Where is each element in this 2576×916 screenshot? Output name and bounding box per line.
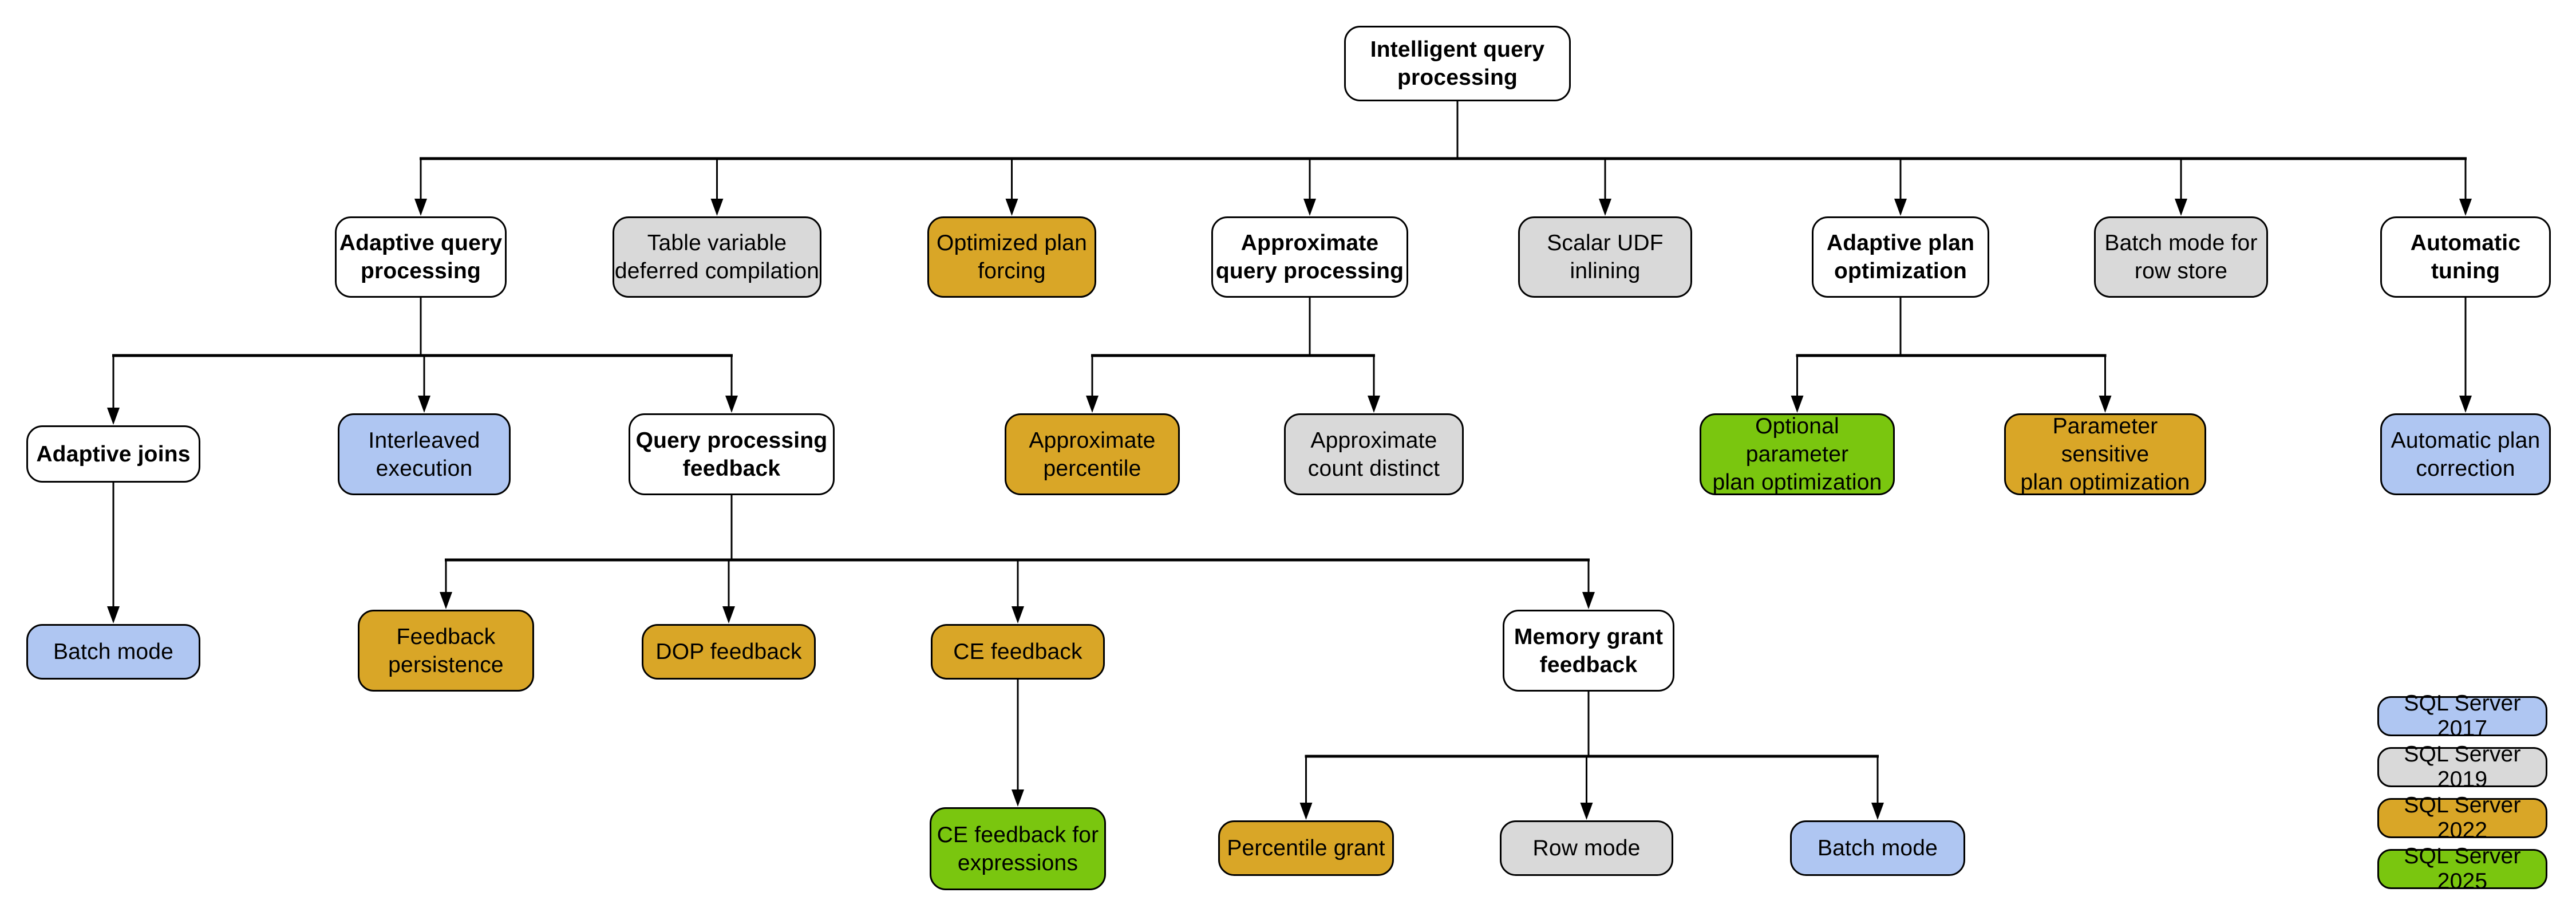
node-feedback-persistence: Feedback persistence: [358, 610, 534, 692]
node-automatic-tuning: Automatic tuning: [2380, 216, 2551, 298]
legend-item-sql-server-2017: SQL Server 2017: [2377, 691, 2547, 741]
node-memory-grant-feedback: Memory grant feedback: [1503, 610, 1674, 692]
legend-item-sql-server-2019: SQL Server 2019: [2377, 742, 2547, 792]
edge-arrow-approximate-query-processing: [1303, 199, 1316, 216]
node-query-processing-feedback: Query processing feedback: [629, 413, 835, 495]
edge-arrow-interleaved-execution: [418, 396, 430, 413]
edge-arrow-automatic-tuning: [2459, 199, 2472, 216]
edge-arrow-ce-feedback: [1012, 606, 1024, 623]
node-parameter-sensitive-plan-optimization: Parameter sensitive plan optimization: [2004, 413, 2206, 495]
edge-arrow-optimized-plan-forcing: [1005, 199, 1018, 216]
edge-arrow-adaptive-joins: [107, 408, 120, 425]
node-automatic-plan-correction: Automatic plan correction: [2380, 413, 2551, 495]
node-intelligent-query-processing: Intelligent query processing: [1344, 26, 1571, 101]
edge-arrow-adaptive-plan-optimization: [1894, 199, 1907, 216]
node-optimized-plan-forcing: Optimized plan forcing: [927, 216, 1096, 298]
edge-arrow-scalar-udf-inlining: [1599, 199, 1611, 216]
edge-arrow-adaptive-query-processing: [414, 199, 427, 216]
edge-arrow-approximate-percentile: [1086, 396, 1099, 413]
node-adaptive-plan-optimization: Adaptive plan optimization: [1812, 216, 1989, 298]
edge-arrow-parameter-sensitive-plan-optimization: [2099, 396, 2112, 413]
node-ce-feedback-for-expressions: CE feedback for expressions: [930, 807, 1106, 890]
edge-arrow-memory-grant-feedback: [1582, 592, 1595, 609]
node-approximate-query-processing: Approximate query processing: [1211, 216, 1408, 298]
edge-arrow-feedback-persistence: [440, 592, 452, 609]
node-dop-feedback: DOP feedback: [642, 624, 816, 680]
edge-arrow-batch-mode-for-row-store: [2175, 199, 2187, 216]
edge-arrow-table-variable-deferred-compilation: [710, 199, 724, 216]
node-batch-mode-memory-grant: Batch mode: [1790, 820, 1965, 876]
legend-item-sql-server-2025: SQL Server 2025: [2377, 844, 2547, 894]
node-ce-feedback: CE feedback: [931, 624, 1105, 680]
node-interleaved-execution: Interleaved execution: [338, 413, 511, 495]
legend-item-sql-server-2022: SQL Server 2022: [2377, 793, 2547, 843]
node-approximate-percentile: Approximate percentile: [1005, 413, 1180, 495]
edge-arrow-percentile-grant: [1299, 803, 1313, 820]
node-batch-mode-for-row-store: Batch mode for row store: [2094, 216, 2268, 298]
node-adaptive-query-processing: Adaptive query processing: [335, 216, 507, 298]
node-table-variable-deferred-compilation: Table variable deferred compilation: [613, 216, 821, 298]
edge-arrow-query-processing-feedback: [725, 396, 738, 413]
edge-arrow-automatic-plan-correction: [2459, 396, 2472, 413]
node-scalar-udf-inlining: Scalar UDF inlining: [1518, 216, 1692, 298]
node-row-mode: Row mode: [1500, 820, 1673, 876]
node-approximate-count-distinct: Approximate count distinct: [1284, 413, 1464, 495]
edge-arrow-batch-mode-memory-grant: [1871, 803, 1884, 820]
node-adaptive-joins: Adaptive joins: [26, 425, 200, 483]
edge-arrow-row-mode: [1580, 803, 1593, 820]
node-optional-parameter-plan-optimization: Optional parameter plan optimization: [1700, 413, 1895, 495]
edge-arrow-ce-feedback-for-expressions: [1012, 789, 1024, 807]
edge-arrow-approximate-count-distinct: [1368, 396, 1380, 413]
edge-arrow-optional-parameter-plan-optimization: [1791, 396, 1804, 413]
edge-arrow-dop-feedback: [722, 606, 735, 623]
node-percentile-grant: Percentile grant: [1218, 820, 1394, 876]
edge-arrow-batch-mode-adaptive-joins: [107, 606, 120, 623]
node-batch-mode-adaptive-joins: Batch mode: [26, 624, 200, 680]
